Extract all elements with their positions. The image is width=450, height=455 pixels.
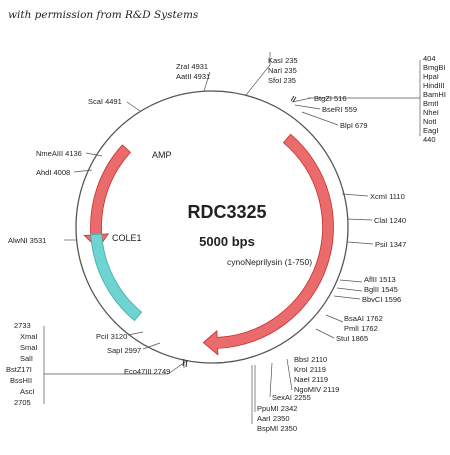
site-label: BsaAI 1762 bbox=[344, 314, 383, 323]
site-label: BspMI 2350 bbox=[257, 424, 297, 433]
plasmid-name: RDC3325 bbox=[187, 202, 266, 222]
leader-afl bbox=[339, 279, 363, 283]
site-label: PsiI 1347 bbox=[375, 240, 406, 249]
group-right-item: BmtI bbox=[423, 99, 438, 108]
site-label: NmeAIII 4136 bbox=[36, 149, 82, 158]
leader-bbv bbox=[333, 295, 361, 300]
site-label: PmlI 1762 bbox=[344, 324, 378, 333]
site-label: SexAI 2255 bbox=[272, 393, 311, 402]
site-label: AflII 1513 bbox=[364, 275, 396, 284]
feature-label-cynoneprilysin: cynoNeprilysin (1-750) bbox=[227, 257, 312, 267]
group-left-bottom: 2705 bbox=[14, 398, 31, 407]
leader-pcii bbox=[127, 331, 144, 336]
plasmid-size: 5000 bps bbox=[199, 234, 255, 249]
group-left-item: SalI bbox=[20, 354, 33, 363]
site-label: NarI 235 bbox=[268, 66, 297, 75]
group-right-item: BmgBI bbox=[423, 63, 446, 72]
leader-kasi bbox=[245, 52, 271, 96]
site-label: ZraI 4931 bbox=[176, 62, 208, 71]
plasmid-backbone bbox=[75, 90, 349, 364]
group-right-item: NotI bbox=[423, 117, 437, 126]
feature-amp-arrow bbox=[83, 144, 132, 250]
leader-ahdi bbox=[73, 169, 93, 173]
site-label: AhdI 4008 bbox=[36, 168, 70, 177]
leader-xcmi bbox=[341, 193, 369, 197]
group-left-item: AscI bbox=[20, 387, 35, 396]
group-left-item: XmaI bbox=[20, 332, 38, 341]
group-left-item: BstZ17I bbox=[6, 365, 32, 374]
site-label: KroI 2119 bbox=[294, 365, 326, 374]
tick-eco47 bbox=[182, 358, 185, 367]
leader-clai bbox=[346, 218, 373, 221]
site-label: AatII 4931 bbox=[176, 72, 210, 81]
leader-blpi bbox=[301, 111, 339, 126]
site-label: BlpI 679 bbox=[340, 121, 368, 130]
group-right-item: HpaI bbox=[423, 72, 439, 81]
site-label: ClaI 1240 bbox=[374, 216, 406, 225]
group-left-item: BssHII bbox=[10, 376, 32, 385]
leader-sexai bbox=[269, 362, 273, 398]
site-ticks bbox=[182, 95, 297, 368]
site-label: AlwNI 3531 bbox=[8, 236, 46, 245]
site-label: KasI 235 bbox=[268, 56, 298, 65]
tick-eco47-2 bbox=[185, 359, 188, 368]
feature-label-amp: AMP bbox=[152, 150, 172, 160]
leader-stui bbox=[315, 328, 335, 339]
site-label: PpuMI 2342 bbox=[257, 404, 297, 413]
group-right-item: HindIII bbox=[423, 81, 445, 90]
site-label: XcmI 1110 bbox=[370, 192, 405, 201]
site-label: BtgZI 516 bbox=[314, 94, 347, 103]
site-label: PciI 3120 bbox=[96, 332, 127, 341]
group-left-item: SmaI bbox=[20, 343, 38, 352]
site-label: Eco47III 2749 bbox=[124, 367, 170, 376]
group-right-top: 404 bbox=[423, 54, 436, 63]
site-leaders bbox=[43, 52, 421, 424]
group-right-item: NheI bbox=[423, 108, 439, 117]
site-label: NgoMIV 2119 bbox=[294, 385, 339, 394]
leader-sapi bbox=[142, 342, 161, 350]
leader-bgl bbox=[336, 287, 363, 292]
feature-cole1-block bbox=[90, 233, 143, 322]
site-label: StuI 1865 bbox=[336, 334, 368, 343]
credit-note: with permission from R&D Systems bbox=[8, 9, 199, 21]
tick-kasi-2 bbox=[292, 96, 297, 103]
leader-nmeaiii bbox=[85, 152, 103, 157]
site-label: ScaI 4491 bbox=[88, 97, 122, 106]
site-label: BseRI 559 bbox=[322, 105, 357, 114]
site-label: BbsI 2110 bbox=[294, 355, 327, 364]
site-label: AarI 2350 bbox=[257, 414, 290, 423]
site-label: BbvCI 1596 bbox=[362, 295, 401, 304]
group-right-item: BamHI bbox=[423, 90, 446, 99]
feature-label-cole1: COLE1 bbox=[112, 233, 142, 243]
leader-xmai-group bbox=[44, 359, 189, 375]
leader-bseri bbox=[294, 104, 321, 110]
site-label: SfoI 235 bbox=[268, 76, 296, 85]
leader-scai bbox=[126, 101, 141, 112]
tick-kasi bbox=[290, 95, 295, 102]
site-label: BglII 1545 bbox=[364, 285, 398, 294]
site-label: SapI 2997 bbox=[107, 346, 141, 355]
leader-psii bbox=[347, 241, 374, 245]
group-left-top: 2733 bbox=[14, 321, 31, 330]
leader-btgzi bbox=[291, 97, 312, 103]
leader-zrai bbox=[203, 71, 211, 92]
group-right-item: EagI bbox=[423, 126, 438, 135]
feature-cynoneprilysin-arrow bbox=[202, 133, 334, 356]
site-label: NaeI 2119 bbox=[294, 375, 328, 384]
leader-bbsi bbox=[286, 358, 293, 391]
leader-bsaa bbox=[325, 314, 344, 323]
group-right-bottom: 440 bbox=[423, 135, 436, 144]
